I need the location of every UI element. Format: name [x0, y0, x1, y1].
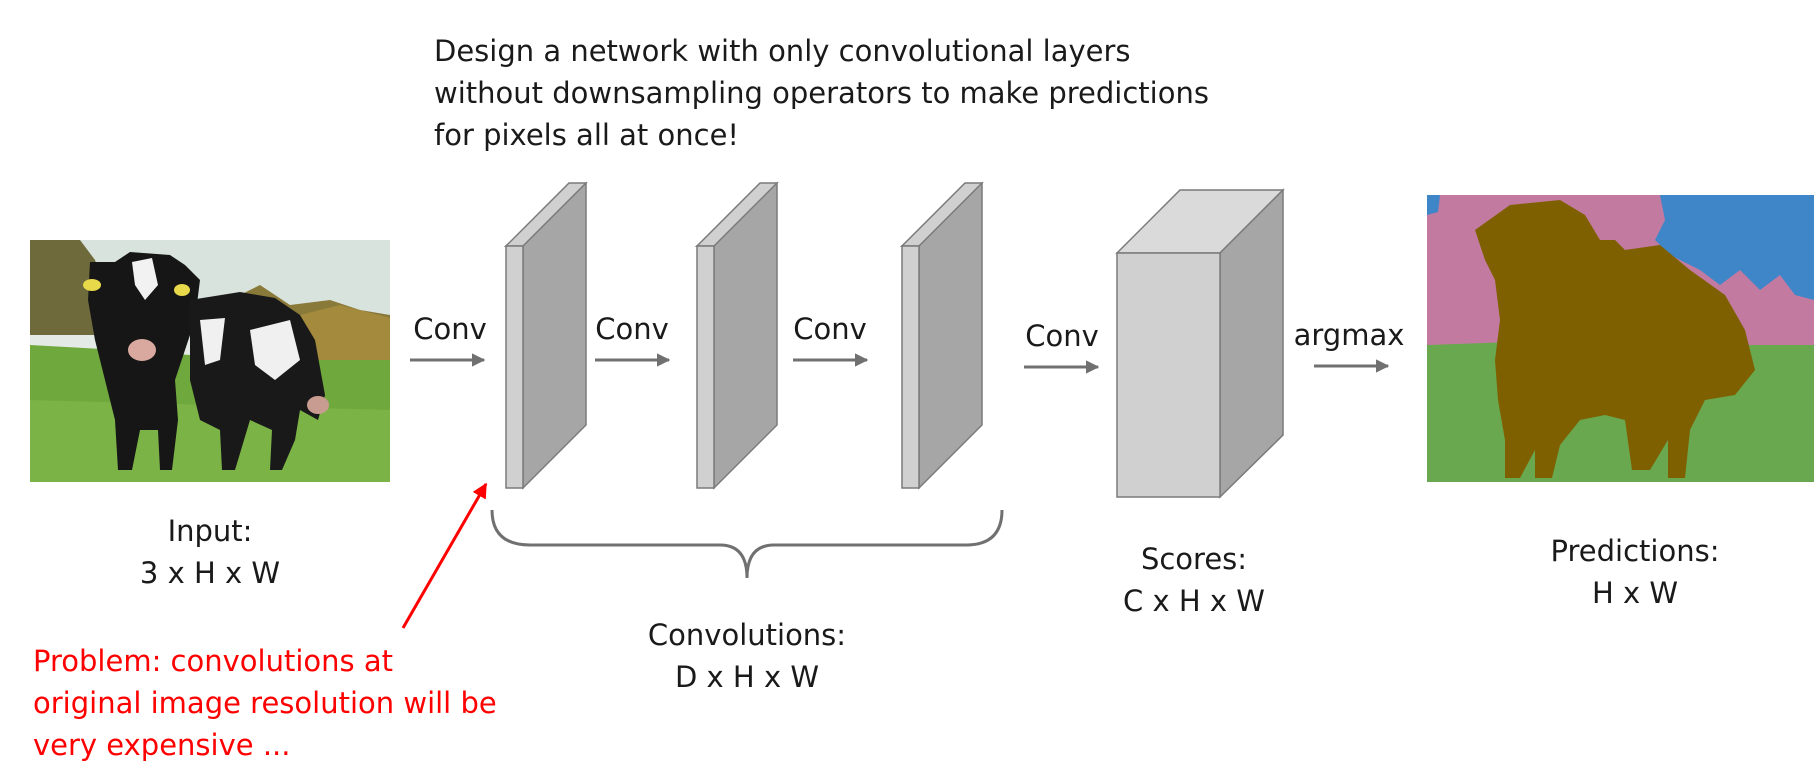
conv-label-4: Conv	[1025, 319, 1099, 353]
predictions-dims: H x W	[1591, 576, 1679, 610]
convolutions-dims: D x H x W	[674, 660, 819, 694]
scores-title: Scores:	[1140, 542, 1248, 576]
argmax-label: argmax	[1293, 318, 1405, 352]
intro-line-1: Design a network with only convolutional…	[434, 34, 1131, 68]
convolutions-title: Convolutions:	[647, 618, 847, 652]
input-dims: 3 x H x W	[139, 556, 281, 590]
convolutions-brace	[490, 509, 1004, 579]
conv-label-1: Conv	[413, 312, 487, 346]
intro-line-2: without downsampling operators to make p…	[434, 76, 1209, 110]
predictions-title: Predictions:	[1550, 534, 1720, 568]
conv-label-3: Conv	[793, 312, 867, 346]
problem-line-3: very expensive ...	[33, 728, 291, 762]
problem-line-2: original image resolution will be	[33, 686, 497, 720]
scores-dims: C x H x W	[1123, 584, 1265, 618]
problem-line-1: Problem: convolutions at	[33, 644, 393, 678]
input-title: Input:	[167, 514, 253, 548]
conv-layer-1	[503, 181, 588, 490]
scores-volume	[1115, 188, 1285, 499]
input-image	[30, 240, 390, 482]
prediction-image	[1427, 195, 1814, 482]
conv-layer-2	[694, 181, 779, 490]
problem-arrow	[401, 482, 488, 629]
conv-layer-3	[899, 181, 984, 490]
intro-line-3: for pixels all at once!	[434, 118, 740, 152]
conv-label-2: Conv	[595, 312, 669, 346]
